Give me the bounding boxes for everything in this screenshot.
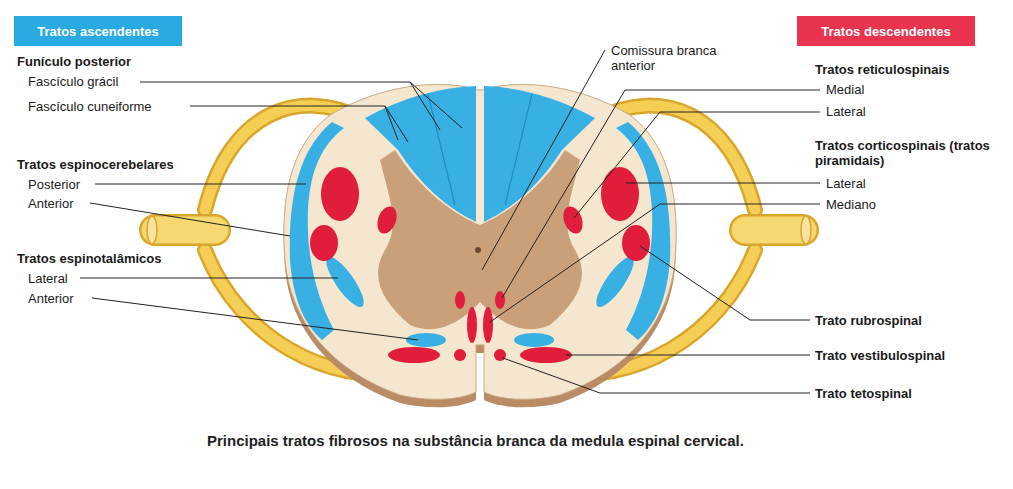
group-label: Tratos espinotalâmicos: [17, 251, 162, 266]
leader-lines: [80, 50, 820, 393]
tract-label: Medial: [826, 82, 864, 97]
group-label: Trato tetospinal: [815, 386, 912, 401]
tract-label: Comissura branca anterior: [611, 43, 736, 73]
tract-label: Fascículo cuneiforme: [28, 99, 152, 114]
group-label: Tratos corticospinais (tratos piramidais…: [815, 138, 990, 168]
tract-label: Fascículo grácil: [28, 74, 118, 89]
group-label: Tratos espinocerebelares: [17, 157, 174, 172]
tract-label: Lateral: [28, 271, 68, 286]
group-label: Funículo posterior: [17, 54, 131, 69]
group-label: Trato vestibulospinal: [815, 348, 945, 363]
header-text: Tratos ascendentes: [37, 24, 158, 39]
tract-label: Anterior: [28, 291, 74, 306]
header-box: Tratos descendentes: [797, 16, 975, 46]
header-box: Tratos ascendentes: [14, 16, 182, 46]
tract-label: Anterior: [28, 196, 74, 211]
group-label: Trato rubrospinal: [815, 313, 922, 328]
tract-label: Posterior: [28, 177, 80, 192]
group-label: Tratos reticulospinais: [815, 62, 949, 77]
header-text: Tratos descendentes: [821, 24, 950, 39]
tract-label: Mediano: [826, 197, 876, 212]
tract-label: Lateral: [826, 104, 866, 119]
tract-label: Lateral: [826, 176, 866, 191]
caption: Principais tratos fibrosos na substância…: [207, 432, 744, 449]
